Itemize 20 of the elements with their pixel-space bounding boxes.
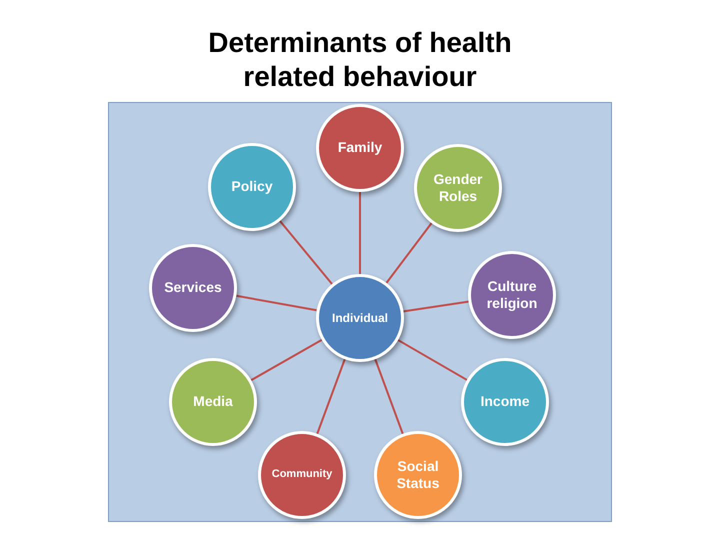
node-label: Individual <box>332 310 388 326</box>
node-label: Gender Roles <box>432 170 484 206</box>
connector-line <box>279 220 333 285</box>
node-label: Culture religion <box>486 278 538 312</box>
node-label: Family <box>338 139 382 157</box>
connector-line <box>386 222 432 284</box>
node-label: Policy <box>231 178 273 196</box>
connector-line <box>316 358 346 434</box>
connector-line <box>236 294 317 312</box>
connector-line <box>403 300 469 312</box>
node-label: Income <box>480 393 530 411</box>
node-label: Services <box>164 279 222 297</box>
node-label: Social Status <box>396 458 440 492</box>
connector-line <box>359 192 361 274</box>
connector-line <box>374 358 404 434</box>
connector-line <box>250 338 322 382</box>
node-label: Community <box>272 468 332 482</box>
node-label: Media <box>193 393 233 411</box>
diagram-title: Determinants of health related behaviour <box>207 26 513 94</box>
connector-line <box>398 339 468 381</box>
